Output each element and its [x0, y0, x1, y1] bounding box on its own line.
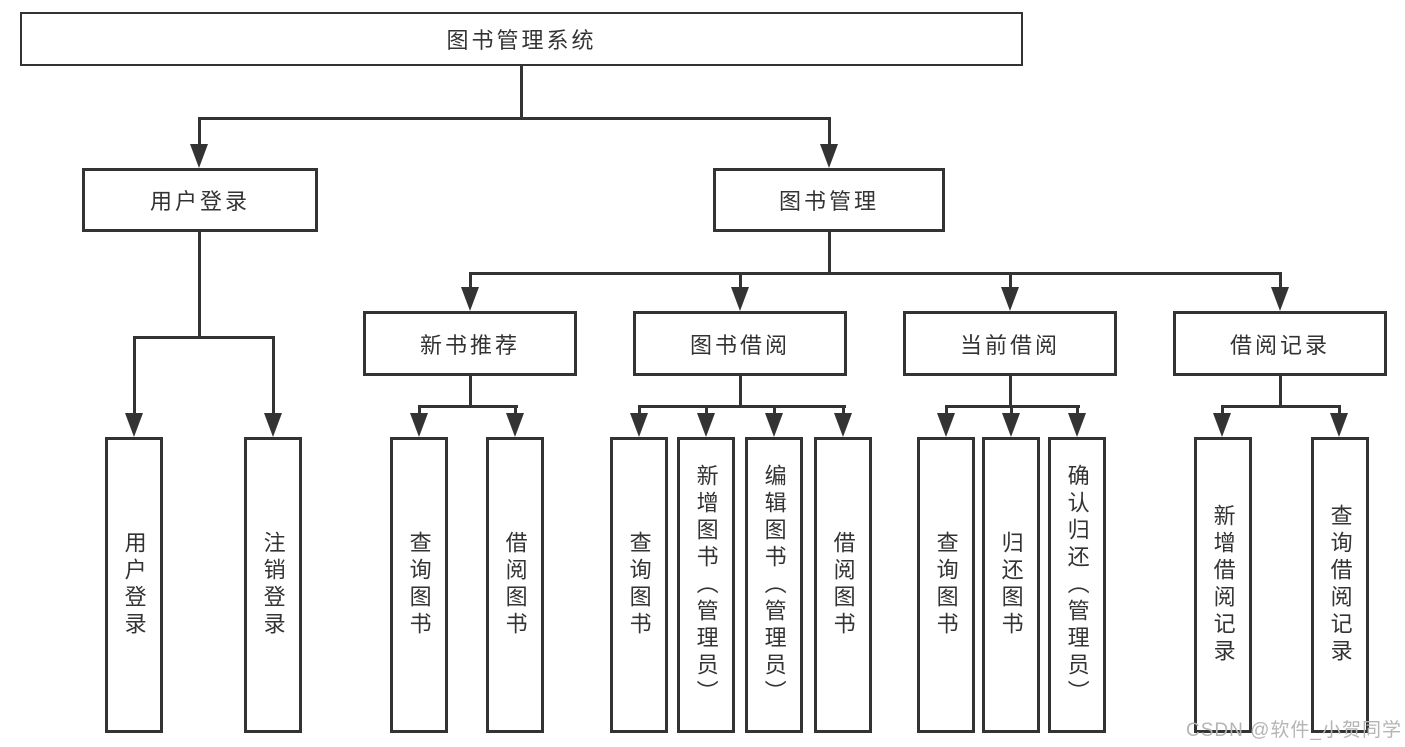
- leaf-bb-query-books: 查询图书: [610, 437, 668, 733]
- connector-hline: [198, 117, 831, 120]
- node-root-label: 图书管理系统: [446, 28, 597, 53]
- leaf-user-login-label: 用户登录: [121, 531, 147, 639]
- leaf-br-add-record: 新增借阅记录: [1194, 437, 1252, 733]
- connector-vline: [514, 405, 517, 419]
- leaf-cb-return-books: 归还图书: [982, 437, 1040, 733]
- connector-vline: [272, 336, 275, 420]
- arrow-down-icon: [1330, 413, 1348, 437]
- connector-vline: [828, 117, 831, 149]
- leaf-nbr-query-books: 查询图书: [390, 437, 448, 733]
- arrow-down-icon: [820, 144, 838, 168]
- connector-vline: [1076, 405, 1079, 419]
- node-new-book-rec-label: 新书推荐: [419, 332, 520, 358]
- csdn-watermark: CSDN @软件_小贺同学: [1186, 720, 1402, 741]
- arrow-down-icon: [1068, 413, 1086, 437]
- connector-vline: [945, 405, 948, 419]
- node-root: 图书管理系统: [20, 12, 1023, 66]
- arrow-down-icon: [1271, 287, 1289, 311]
- connector-vline: [520, 66, 523, 120]
- node-book-borrow: 图书借阅: [633, 311, 847, 376]
- leaf-cb-confirm-return-label: 确认归还（管理员）: [1064, 463, 1090, 707]
- arrow-down-icon: [1001, 287, 1019, 311]
- leaf-bb-borrow-books-label: 借阅图书: [830, 531, 856, 639]
- leaf-br-add-record-label: 新增借阅记录: [1210, 504, 1236, 666]
- arrow-down-icon: [765, 413, 783, 437]
- connector-hline: [1221, 405, 1341, 408]
- node-current-borrow-label: 当前借阅: [959, 332, 1060, 358]
- connector-vline: [133, 336, 136, 420]
- node-current-borrow: 当前借阅: [903, 311, 1117, 376]
- connector-vline: [828, 232, 831, 275]
- connector-hline: [469, 272, 1282, 275]
- leaf-cb-return-books-label: 归还图书: [998, 531, 1024, 639]
- connector-vline: [1279, 272, 1282, 292]
- leaf-cb-confirm-return: 确认归还（管理员）: [1048, 437, 1106, 733]
- arrow-down-icon: [731, 287, 749, 311]
- connector-vline: [739, 272, 742, 292]
- node-book-borrow-label: 图书借阅: [689, 332, 790, 358]
- leaf-bb-borrow-books: 借阅图书: [814, 437, 872, 733]
- leaf-nbr-borrow-books: 借阅图书: [486, 437, 544, 733]
- node-book-mgmt: 图书管理: [713, 168, 945, 232]
- connector-vline: [1221, 405, 1224, 419]
- connector-vline: [1010, 405, 1013, 419]
- leaf-br-query-record-label: 查询借阅记录: [1327, 504, 1353, 666]
- arrow-down-icon: [630, 413, 648, 437]
- leaf-nbr-borrow-books-label: 借阅图书: [502, 531, 528, 639]
- arrow-down-icon: [697, 413, 715, 437]
- leaf-bb-query-books-label: 查询图书: [626, 531, 652, 639]
- connector-vline: [1009, 272, 1012, 292]
- leaf-bb-edit-books-label: 编辑图书（管理员）: [761, 463, 787, 707]
- connector-vline: [1338, 405, 1341, 419]
- node-borrow-records-label: 借阅记录: [1229, 332, 1330, 358]
- connector-vline: [638, 405, 641, 419]
- connector-vline: [1009, 376, 1012, 408]
- connector-vline: [469, 376, 472, 408]
- connector-vline: [739, 376, 742, 408]
- node-borrow-records: 借阅记录: [1173, 311, 1387, 376]
- connector-vline: [418, 405, 421, 419]
- arrow-down-icon: [461, 287, 479, 311]
- arrow-down-icon: [190, 144, 208, 168]
- arrow-down-icon: [937, 413, 955, 437]
- leaf-user-login: 用户登录: [105, 437, 163, 733]
- node-new-book-rec: 新书推荐: [363, 311, 577, 376]
- arrow-down-icon: [506, 413, 524, 437]
- connector-hline: [133, 336, 275, 339]
- arrow-down-icon: [410, 413, 428, 437]
- arrow-down-icon: [125, 413, 143, 437]
- connector-vline: [1279, 376, 1282, 408]
- connector-vline: [705, 405, 708, 419]
- leaf-br-query-record: 查询借阅记录: [1311, 437, 1369, 733]
- connector-vline: [842, 405, 845, 419]
- node-book-mgmt-label: 图书管理: [778, 189, 879, 214]
- connector-hline: [638, 405, 846, 408]
- connector-vline: [198, 232, 201, 339]
- connector-hline: [418, 405, 518, 408]
- connector-vline: [469, 272, 472, 292]
- connector-vline: [773, 405, 776, 419]
- leaf-bb-add-books-label: 新增图书（管理员）: [693, 463, 719, 707]
- node-user-login: 用户登录: [82, 168, 318, 232]
- arrow-down-icon: [1002, 413, 1020, 437]
- leaf-logout-label: 注销登录: [260, 531, 286, 639]
- leaf-cb-query-books-label: 查询图书: [933, 531, 959, 639]
- arrow-down-icon: [1213, 413, 1231, 437]
- node-user-login-label: 用户登录: [149, 189, 250, 214]
- leaf-logout: 注销登录: [244, 437, 302, 733]
- leaf-bb-add-books: 新增图书（管理员）: [677, 437, 735, 733]
- leaf-bb-edit-books: 编辑图书（管理员）: [745, 437, 803, 733]
- leaf-cb-query-books: 查询图书: [917, 437, 975, 733]
- arrow-down-icon: [264, 413, 282, 437]
- connector-vline: [198, 117, 201, 149]
- leaf-nbr-query-books-label: 查询图书: [406, 531, 432, 639]
- arrow-down-icon: [834, 413, 852, 437]
